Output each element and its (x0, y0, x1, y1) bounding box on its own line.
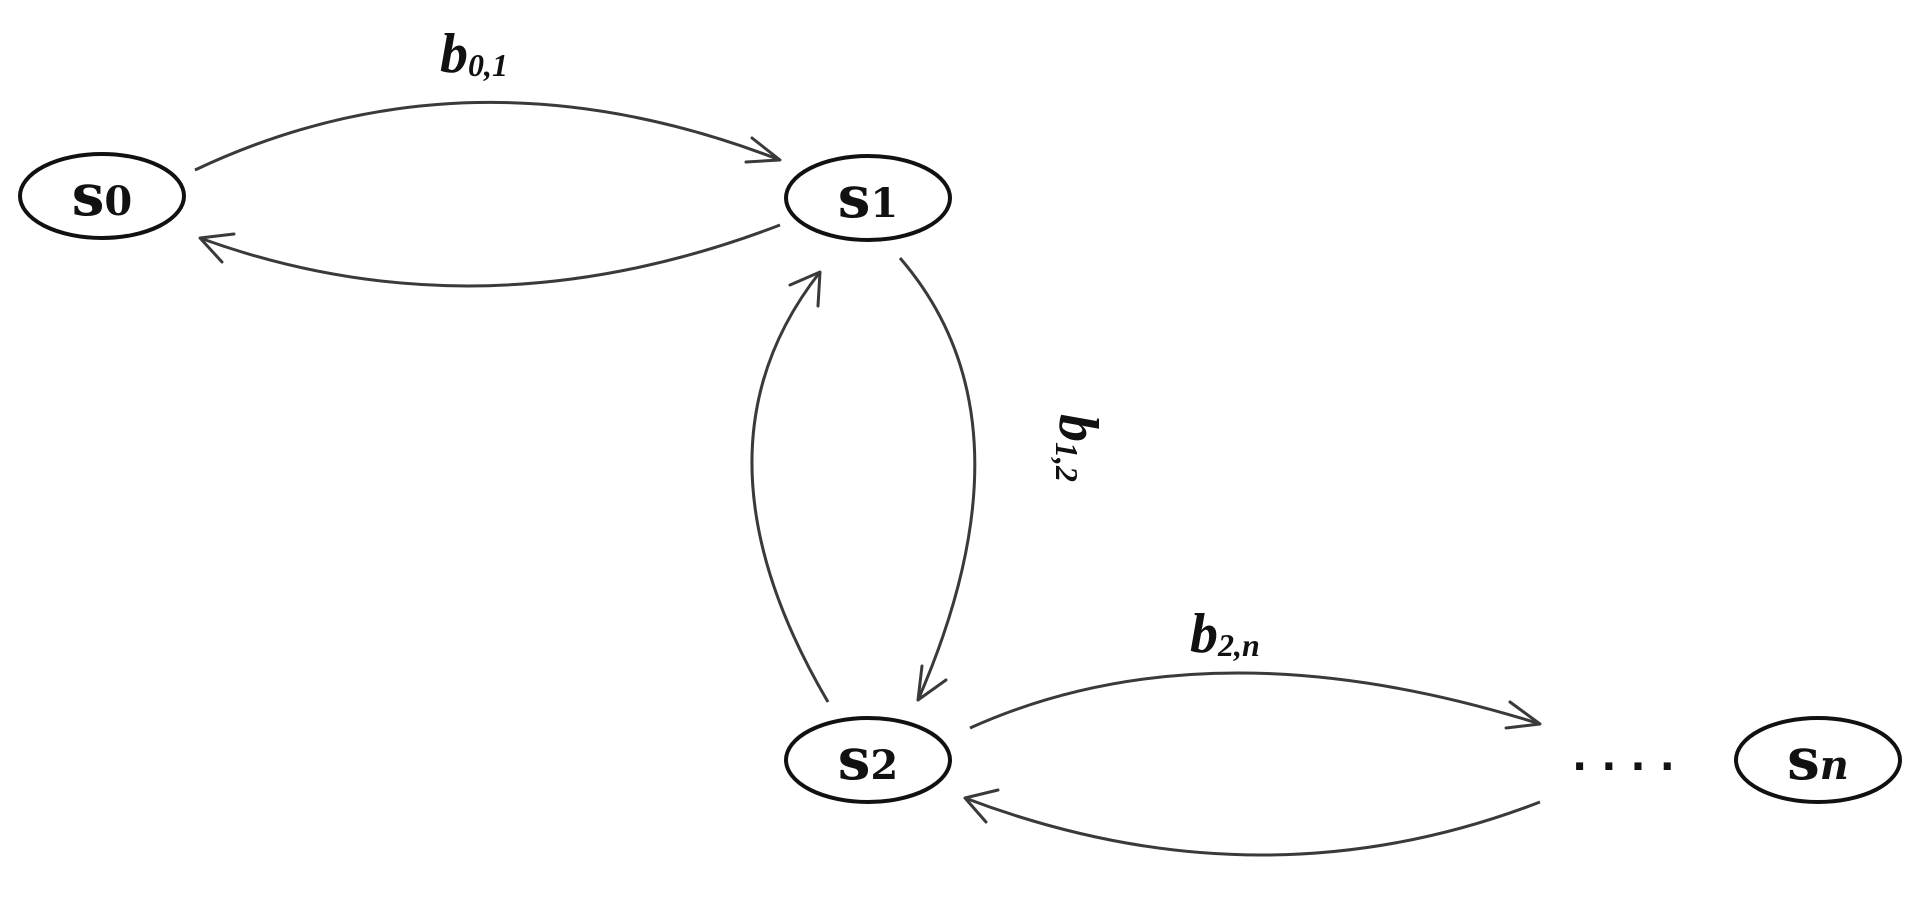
edge-label-b01: b0,1 (440, 23, 508, 85)
edge-s2-to-sn (969, 671, 1542, 730)
svg-text:s2: s2 (838, 725, 899, 793)
svg-text:b2,n: b2,n (1190, 603, 1260, 665)
edge-s1-to-s2 (898, 257, 977, 702)
edge-label-b2n: b2,n (1190, 603, 1260, 665)
edge-sn-to-s2 (963, 788, 1541, 857)
svg-text:b0,1: b0,1 (440, 23, 508, 85)
svg-text:b1,2: b1,2 (1047, 414, 1109, 482)
edge-s1-to-s0 (198, 223, 781, 288)
edge-label-b12: b1,2 (1047, 414, 1109, 482)
node-sn: sn (1734, 716, 1902, 804)
ellipsis-dots: .... (1572, 734, 1689, 780)
edge-s2-to-s1 (750, 270, 830, 703)
node-s1: s1 (784, 154, 952, 242)
svg-text:sn: sn (1787, 725, 1849, 793)
node-s0: s0 (18, 152, 186, 240)
svg-text:s0: s0 (72, 161, 133, 229)
node-s2: s2 (784, 716, 952, 804)
svg-text:s1: s1 (838, 163, 899, 231)
edge-s0-to-s1 (194, 100, 782, 172)
